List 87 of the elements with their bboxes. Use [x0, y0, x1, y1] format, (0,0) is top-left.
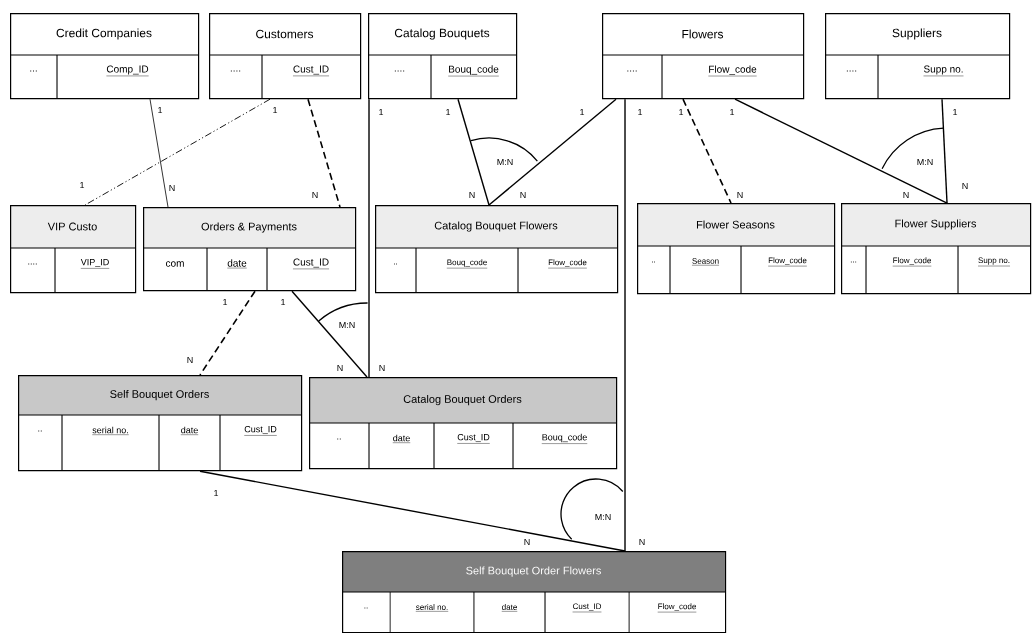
relationship-line: [199, 470, 626, 552]
entity-name: Self Bouquet Order Flowers: [466, 566, 601, 577]
cardinality-label: 1: [379, 108, 384, 116]
attribute-name: Cust_ID: [572, 603, 602, 613]
entity-name: Suppliers: [892, 28, 942, 40]
cardinality-label: N: [169, 184, 175, 192]
entity-name: Flowers: [682, 29, 724, 39]
attribute-name: date: [180, 426, 199, 435]
cardinality-label: N: [737, 191, 743, 199]
entity-name: Orders & Payments: [201, 222, 297, 233]
entity-name: Catalog Bouquet Flowers: [434, 221, 558, 232]
relationship-line: [291, 290, 368, 378]
relationship-line: [941, 98, 948, 204]
relationship-line: [682, 98, 732, 204]
entity-name: Catalog Bouquet Orders: [403, 394, 522, 406]
attribute-name: ....: [846, 70, 857, 72]
relationship-line: [457, 98, 490, 206]
cardinality-label: 1: [638, 108, 643, 116]
attribute-name: ..: [337, 438, 341, 440]
cardinality-label: N: [903, 191, 909, 199]
attribute-name: Cust_ID: [292, 258, 330, 270]
attribute-name: date: [392, 434, 411, 443]
cardinality-label: 1: [446, 108, 451, 116]
attribute-name: ....: [28, 263, 37, 265]
attribute-name: ...: [30, 70, 37, 72]
attribute-name: date: [227, 259, 247, 269]
attribute-name: ..: [364, 607, 368, 609]
attribute-name: VIP_ID: [80, 259, 110, 269]
relationship-line: [84, 98, 271, 206]
attribute-name: com: [166, 261, 184, 267]
cardinality-label: 1: [730, 108, 735, 116]
cardinality-label: 1: [679, 108, 684, 116]
relationship-line: [734, 98, 948, 204]
cardinality-label: 1: [158, 106, 163, 114]
entity-name: VIP Custo: [47, 222, 97, 231]
cardinality-label: M:N: [339, 321, 355, 329]
entity-name: Flower Seasons: [697, 220, 775, 229]
entity-name: Catalog Bouquets: [394, 28, 490, 40]
cardinality-label: 1: [273, 106, 278, 114]
attribute-name: serial no.: [92, 426, 129, 435]
relationship-line: [624, 98, 626, 552]
cardinality-label: N: [524, 538, 530, 546]
attribute-name: Supp no.: [977, 257, 1011, 267]
attribute-name: date: [501, 604, 518, 612]
attribute-name: Flow_code: [708, 65, 757, 77]
relationship-line: [149, 98, 169, 208]
attribute-name: Cust_ID: [244, 425, 277, 436]
cardinality-label: 1: [580, 108, 585, 116]
entity-name: Self Bouquet Orders: [110, 389, 209, 401]
cardinality-label: 1: [80, 181, 85, 189]
relationship-line: [307, 98, 341, 208]
attribute-name: ....: [230, 70, 241, 72]
attribute-name: Cust_ID: [457, 433, 490, 444]
relationship-line: [488, 98, 617, 206]
attribute-name: Bouq_code: [541, 433, 588, 444]
cardinality-label: 1: [281, 298, 286, 306]
cardinality-label: M:N: [497, 158, 513, 166]
attribute-name: Bouq_code: [446, 259, 488, 269]
attribute-name: Supp no.: [923, 65, 964, 77]
attribute-name: ..: [38, 430, 42, 432]
entity-name: Customers: [256, 29, 314, 39]
cardinality-label: N: [187, 356, 193, 364]
attribute-name: ...: [850, 261, 857, 263]
attribute-name: ..: [652, 261, 655, 263]
attribute-name: ....: [627, 70, 637, 72]
cardinality-label: 1: [214, 489, 219, 497]
cardinality-label: 1: [223, 298, 228, 306]
entity-name: Credit Companies: [56, 28, 152, 40]
attribute-name: Flow_code: [547, 259, 588, 269]
attribute-name: Bouq_code: [448, 65, 499, 77]
cardinality-label: M:N: [595, 513, 611, 521]
attribute-name: serial no.: [415, 604, 449, 612]
relationship-line: [368, 98, 370, 378]
entity-name: Flower Suppliers: [895, 219, 977, 230]
attribute-name: ..: [394, 263, 397, 265]
cardinality-label: 1: [953, 108, 958, 116]
attribute-name: Flow_code: [892, 257, 932, 267]
cardinality-label: M:N: [917, 158, 933, 166]
cardinality-label: N: [962, 182, 968, 190]
attribute-name: Flow_code: [767, 257, 808, 267]
attribute-name: ....: [394, 70, 405, 72]
attribute-name: Flow_code: [657, 603, 697, 613]
relationship-line: [199, 290, 256, 376]
attribute-name: Comp_ID: [106, 65, 149, 77]
attribute-name: Season: [691, 258, 720, 266]
attribute-name: Cust_ID: [292, 65, 330, 77]
cardinality-label: N: [312, 191, 318, 199]
